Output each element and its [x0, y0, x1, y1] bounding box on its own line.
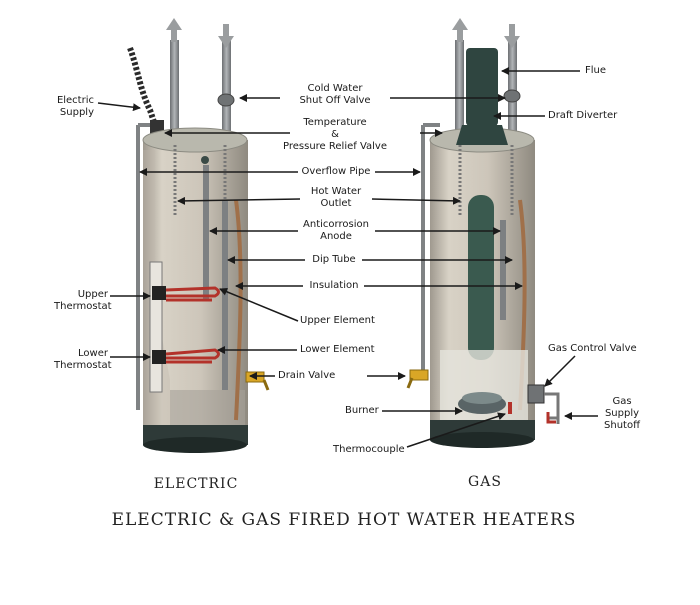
label-cold-water-shutoff: Cold Water Shut Off Valve	[299, 83, 371, 106]
label-electric-supply: Electric Supply	[56, 95, 94, 118]
label-temp-pressure-valve: Temperature & Pressure Relief Valve	[283, 117, 387, 152]
label-lower-element: Lower Element	[300, 344, 375, 355]
label-overflow-pipe: Overflow Pipe	[301, 166, 371, 177]
label-flue: Flue	[585, 65, 607, 76]
label-lower-thermostat: Lower Thermostat	[54, 348, 112, 371]
label-gas-control-valve: Gas Control Valve	[548, 343, 637, 354]
electric-heater	[127, 18, 270, 453]
leader-lines	[97, 67, 598, 448]
label-upper-element: Upper Element	[300, 315, 375, 326]
thermostat-panel	[149, 261, 163, 393]
label-thermocouple: Thermocouple	[333, 444, 405, 455]
lower-thermostat-unit	[152, 350, 166, 364]
hot-pipe-electric	[170, 40, 179, 140]
cold-pipe-electric	[222, 40, 231, 140]
label-gas-supply-shutoff: Gas Supply Shutoff	[604, 396, 640, 431]
electric-cable	[127, 46, 159, 129]
shutoff-valve-electric	[217, 93, 235, 107]
electric-tank-top	[142, 127, 248, 153]
label-burner: Burner	[345, 405, 379, 416]
gas-control-valve-unit	[527, 384, 545, 404]
thermocouple-probe	[508, 402, 512, 414]
caption-gas: GAS	[468, 474, 502, 490]
label-anticorrosion-anode: Anticorrosion Anode	[303, 219, 369, 242]
label-dip-tube: Dip Tube	[312, 254, 356, 265]
gas-heater	[406, 18, 560, 448]
label-upper-thermostat: Upper Thermostat	[54, 289, 112, 312]
flue-tube-inner	[468, 195, 494, 360]
draft-diverter-hood	[456, 125, 508, 145]
gas-cold-flow-arrow-icon	[504, 24, 520, 48]
anode-electric	[203, 165, 209, 300]
caption-electric: ELECTRIC	[153, 476, 239, 492]
overflow-pipe-electric	[136, 123, 150, 410]
upper-thermostat-unit	[152, 286, 166, 300]
cold-flow-arrow-icon	[218, 24, 234, 48]
flue-pipe	[466, 48, 498, 126]
lower-element-coil	[165, 348, 220, 364]
gas-hot-flow-arrow-icon	[452, 18, 468, 42]
drain-valve-electric-icon	[245, 371, 265, 383]
gas-shutoff-handle	[546, 412, 556, 424]
hot-flow-arrow-icon	[166, 18, 182, 42]
dip-tube-electric	[222, 200, 228, 390]
label-insulation: Insulation	[309, 280, 359, 291]
diagram-title: ELECTRIC & GAS FIRED HOT WATER HEATERS	[111, 510, 577, 530]
label-hot-water-outlet: Hot Water Outlet	[310, 186, 362, 209]
upper-element-coil	[165, 286, 220, 302]
label-drain-valve: Drain Valve	[278, 370, 336, 381]
drain-valve-gas-icon	[409, 369, 429, 381]
overflow-pipe-gas	[421, 123, 440, 380]
hot-pipe-gas	[455, 40, 464, 140]
label-draft-diverter: Draft Diverter	[548, 110, 618, 121]
